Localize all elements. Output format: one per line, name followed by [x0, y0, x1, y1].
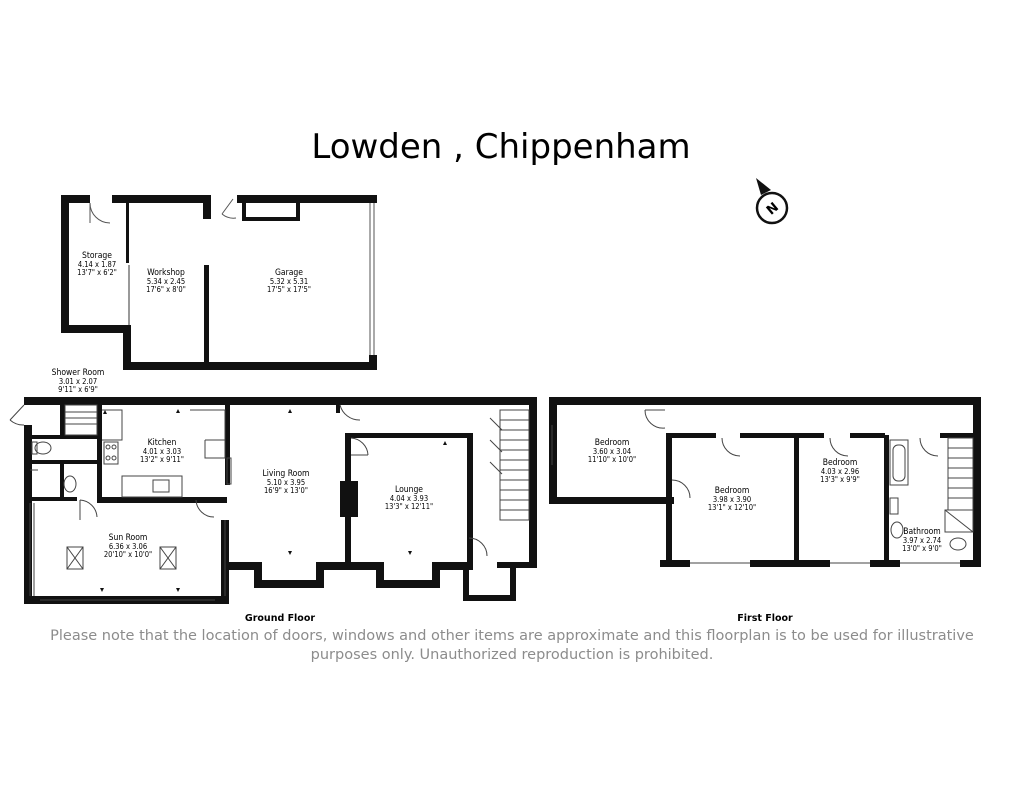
disclaimer: Please note that the location of doors, … — [30, 627, 994, 665]
bedroom3-name: Bedroom — [823, 458, 858, 468]
living-room-name: Living Room — [263, 469, 310, 479]
first-floor-walls — [549, 397, 981, 567]
ground-floor-fixtures — [9, 404, 530, 601]
bedroom1-imperial: 11'10" x 10'0" — [588, 455, 636, 464]
sun-room-imperial: 20'10" x 10'0" — [104, 550, 152, 559]
shower-room-imperial: 9'11" x 6'9" — [58, 385, 98, 394]
kitchen-name: Kitchen — [148, 438, 177, 448]
disclaimer-line-2: purposes only. Unauthorized reproduction… — [310, 647, 714, 663]
bedroom3-metric: 4.03 x 2.96 — [821, 467, 859, 476]
sun-room-name: Sun Room — [109, 533, 148, 543]
bedroom2-name: Bedroom — [715, 486, 750, 496]
storage-imperial: 13'7" x 6'2" — [77, 268, 117, 277]
ground-floor-label: Ground Floor — [245, 613, 315, 624]
workshop-metric: 5.34 x 2.45 — [147, 277, 185, 286]
bedroom3-imperial: 13'3" x 9'9" — [820, 475, 860, 484]
outbuildings-lines — [89, 198, 375, 355]
north-arrow-icon: N — [755, 178, 789, 225]
bedroom2-imperial: 13'1" x 12'10" — [708, 503, 756, 512]
storage-name: Storage — [82, 251, 112, 261]
bedroom1-name: Bedroom — [595, 438, 630, 448]
garage-metric: 5.32 x 5.31 — [270, 277, 308, 286]
first-floor-fixtures — [551, 409, 974, 564]
lounge-imperial: 13'3" x 12'11" — [385, 502, 433, 511]
kitchen-imperial: 13'2" x 9'11" — [140, 455, 184, 464]
workshop-imperial: 17'6" x 8'0" — [146, 285, 186, 294]
bathroom-imperial: 13'0" x 9'0" — [902, 544, 942, 553]
disclaimer-line-1: Please note that the location of doors, … — [50, 628, 974, 644]
plan-title: Lowden , Chippenham — [311, 127, 690, 167]
living-room-imperial: 16'9" x 13'0" — [264, 486, 308, 495]
first-floor-label: First Floor — [737, 613, 793, 624]
shower-room-name: Shower Room — [52, 368, 105, 378]
bathroom-metric: 3.97 x 2.74 — [903, 536, 941, 545]
workshop-name: Workshop — [147, 268, 185, 278]
living-room-metric: 5.10 x 3.95 — [267, 478, 305, 487]
bedroom2-metric: 3.98 x 3.90 — [713, 495, 751, 504]
lounge-name: Lounge — [395, 485, 423, 495]
bathroom-name: Bathroom — [903, 527, 941, 537]
outbuildings-walls — [61, 195, 377, 370]
ground-floor-walls — [24, 397, 537, 604]
shower-room-metric: 3.01 x 2.07 — [59, 377, 97, 386]
kitchen-metric: 4.01 x 3.03 — [143, 447, 181, 456]
garage-imperial: 17'5" x 17'5" — [267, 285, 311, 294]
lounge-metric: 4.04 x 3.93 — [390, 494, 428, 503]
bedroom1-metric: 3.60 x 3.04 — [593, 447, 631, 456]
garage-name: Garage — [275, 268, 303, 278]
storage-metric: 4.14 x 1.87 — [78, 260, 116, 269]
sun-room-metric: 6.36 x 3.06 — [109, 542, 147, 551]
